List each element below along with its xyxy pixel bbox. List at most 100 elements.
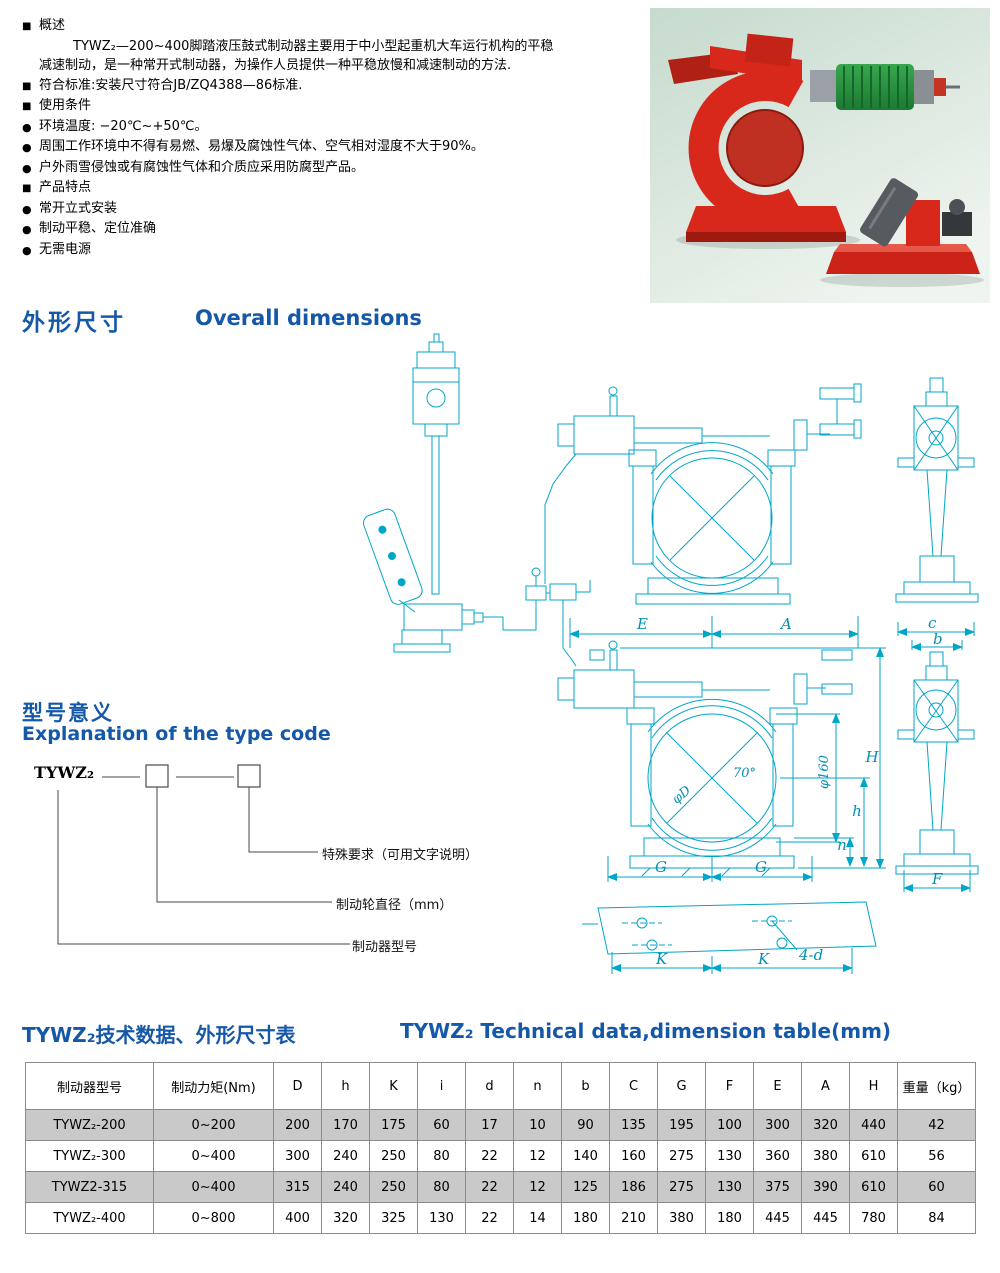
intro-line: ■ 概述	[22, 16, 650, 37]
table-cell: 22	[465, 1140, 514, 1172]
dim-label-n: n	[837, 836, 847, 854]
circle-bullet-icon: ●	[22, 243, 32, 257]
table-cell: 22	[465, 1202, 514, 1234]
table-cell: 22	[465, 1171, 514, 1203]
dim-label-G1: G	[655, 858, 667, 876]
intro-text: 概述	[39, 18, 66, 33]
mounting-plate-drawing: 4-d K K	[582, 901, 877, 974]
intro-text: 使用条件	[39, 98, 92, 113]
typecode-label-model: 制动器型号	[352, 940, 418, 955]
dim-label-h: h	[852, 802, 862, 820]
product-photo	[650, 8, 990, 303]
dim-label-E: E	[636, 615, 648, 633]
table-cell: 445	[801, 1202, 850, 1234]
intro-text: 周围工作环境中不得有易燃、易爆及腐蚀性气体、空气相对湿度不大于90%。	[39, 139, 484, 154]
pedal-unit-illustration	[820, 178, 984, 287]
dim-label-F: F	[931, 870, 943, 888]
table-header-cell: K	[369, 1062, 418, 1110]
table-cell: 60	[897, 1171, 976, 1203]
table-cell: 325	[369, 1202, 418, 1234]
table-cell: 186	[609, 1171, 658, 1203]
intro-text: 减速制动，是一种常开式制动器，为操作人员提供一种平稳放慢和减速制动的方法.	[39, 58, 512, 73]
table-cell: 275	[657, 1171, 706, 1203]
table-cell: 180	[705, 1202, 754, 1234]
pedal-pump-drawing	[362, 333, 518, 653]
table-title-en: TYWZ₂ Technical data,dimension table(mm)	[400, 1019, 892, 1043]
no-bullet	[22, 56, 39, 57]
intro-list: ■ 概述 TYWZ₂—200~400脚踏液压鼓式制动器主要用于中小型起重机大车运行机…	[22, 16, 650, 260]
section-title-typecode-en: Explanation of the type code	[22, 723, 331, 745]
intro-line: ■产品特点	[22, 178, 650, 199]
table-cell: 320	[321, 1202, 370, 1234]
square-bullet-icon: ■	[22, 80, 32, 92]
intro-text: 环境温度: −20℃~+50℃。	[39, 118, 208, 134]
dim-label-G2: G	[755, 858, 767, 876]
table-cell: 0~200	[153, 1109, 274, 1141]
table-cell: 135	[609, 1109, 658, 1141]
intro-line: ●户外雨雪侵蚀或有腐蚀性气体和介质应采用防腐型产品。	[22, 158, 650, 179]
dim-label-c: c	[928, 614, 937, 632]
table-cell: 10	[513, 1109, 562, 1141]
intro-line: ■ 符合标准:安装尺寸符合JB/ZQ4388—86标准.	[22, 76, 650, 97]
table-header-cell: G	[657, 1062, 706, 1110]
table-cell: 240	[321, 1140, 370, 1172]
table-cell: 175	[369, 1109, 418, 1141]
typecode-prefix: TYWZ₂	[34, 763, 94, 782]
square-bullet-icon: ■	[22, 21, 32, 32]
dim-label-b: b	[933, 630, 943, 648]
circle-bullet-icon: ●	[22, 202, 32, 216]
intro-line: TYWZ₂—200~400脚踏液压鼓式制动器主要用于中小型起重机大车运行机构的平…	[22, 37, 650, 57]
no-bullet	[22, 37, 39, 38]
circle-bullet-icon: ●	[22, 223, 32, 236]
table-cell: 60	[417, 1109, 466, 1141]
table-cell: 300	[753, 1109, 802, 1141]
table-header-cell: D	[273, 1062, 322, 1110]
table-cell: 275	[657, 1140, 706, 1172]
dimension-cb: c b	[897, 614, 975, 651]
section-title-dimensions-en: Overall dimensions	[195, 306, 422, 330]
table-header-cell: A	[801, 1062, 850, 1110]
table-header-cell: 重量（kg）	[897, 1062, 976, 1110]
dim-label-phi160: φ160	[817, 755, 832, 789]
table-cell: 12	[513, 1140, 562, 1172]
intro-text: TYWZ₂—200~400脚踏液压鼓式制动器主要用于中小型起重机大车运行机构的平…	[73, 38, 554, 54]
brake-illustration	[668, 33, 960, 249]
circle-bullet-icon: ●	[22, 120, 32, 134]
dim-label-4d: 4-d	[798, 946, 823, 964]
table-cell: 125	[561, 1171, 610, 1203]
section-title-typecode-cn: 型号意义	[22, 701, 114, 725]
table-cell: 90	[561, 1109, 610, 1141]
brake-front-view-drawing: φD 70°	[557, 640, 853, 877]
dimension-right-stack: φ160 n h H	[620, 647, 886, 869]
table-cell: 17	[465, 1109, 514, 1141]
dim-label-phiD: φD	[669, 783, 694, 807]
dim-label-H: H	[864, 748, 879, 766]
table-cell: 195	[657, 1109, 706, 1141]
table-header-cell: d	[465, 1062, 514, 1110]
table-cell: 780	[849, 1202, 898, 1234]
table-cell: 300	[273, 1140, 322, 1172]
table-cell: TYWZ2-315	[25, 1171, 154, 1203]
table-cell: 180	[561, 1202, 610, 1234]
table-cell: 56	[897, 1140, 976, 1172]
table-cell: 240	[321, 1171, 370, 1203]
intro-text: 符合标准:安装尺寸符合JB/ZQ4388—86标准.	[39, 77, 303, 93]
table-cell: 400	[273, 1202, 322, 1234]
table-cell: 130	[705, 1171, 754, 1203]
table-cell: 0~400	[153, 1171, 274, 1203]
intro-line: ●常开立式安装	[22, 199, 650, 220]
table-cell: 170	[321, 1109, 370, 1141]
table-cell: 160	[609, 1140, 658, 1172]
intro-line: ● 环境温度: −20℃~+50℃。	[22, 117, 650, 138]
table-header-cell: H	[849, 1062, 898, 1110]
table-cell: 315	[273, 1171, 322, 1203]
table-cell: 200	[273, 1109, 322, 1141]
table-cell: 250	[369, 1171, 418, 1203]
section-title-dimensions-cn: 外形尺寸	[22, 310, 126, 336]
table-header-cell: n	[513, 1062, 562, 1110]
table-cell: TYWZ₂-400	[25, 1202, 154, 1234]
